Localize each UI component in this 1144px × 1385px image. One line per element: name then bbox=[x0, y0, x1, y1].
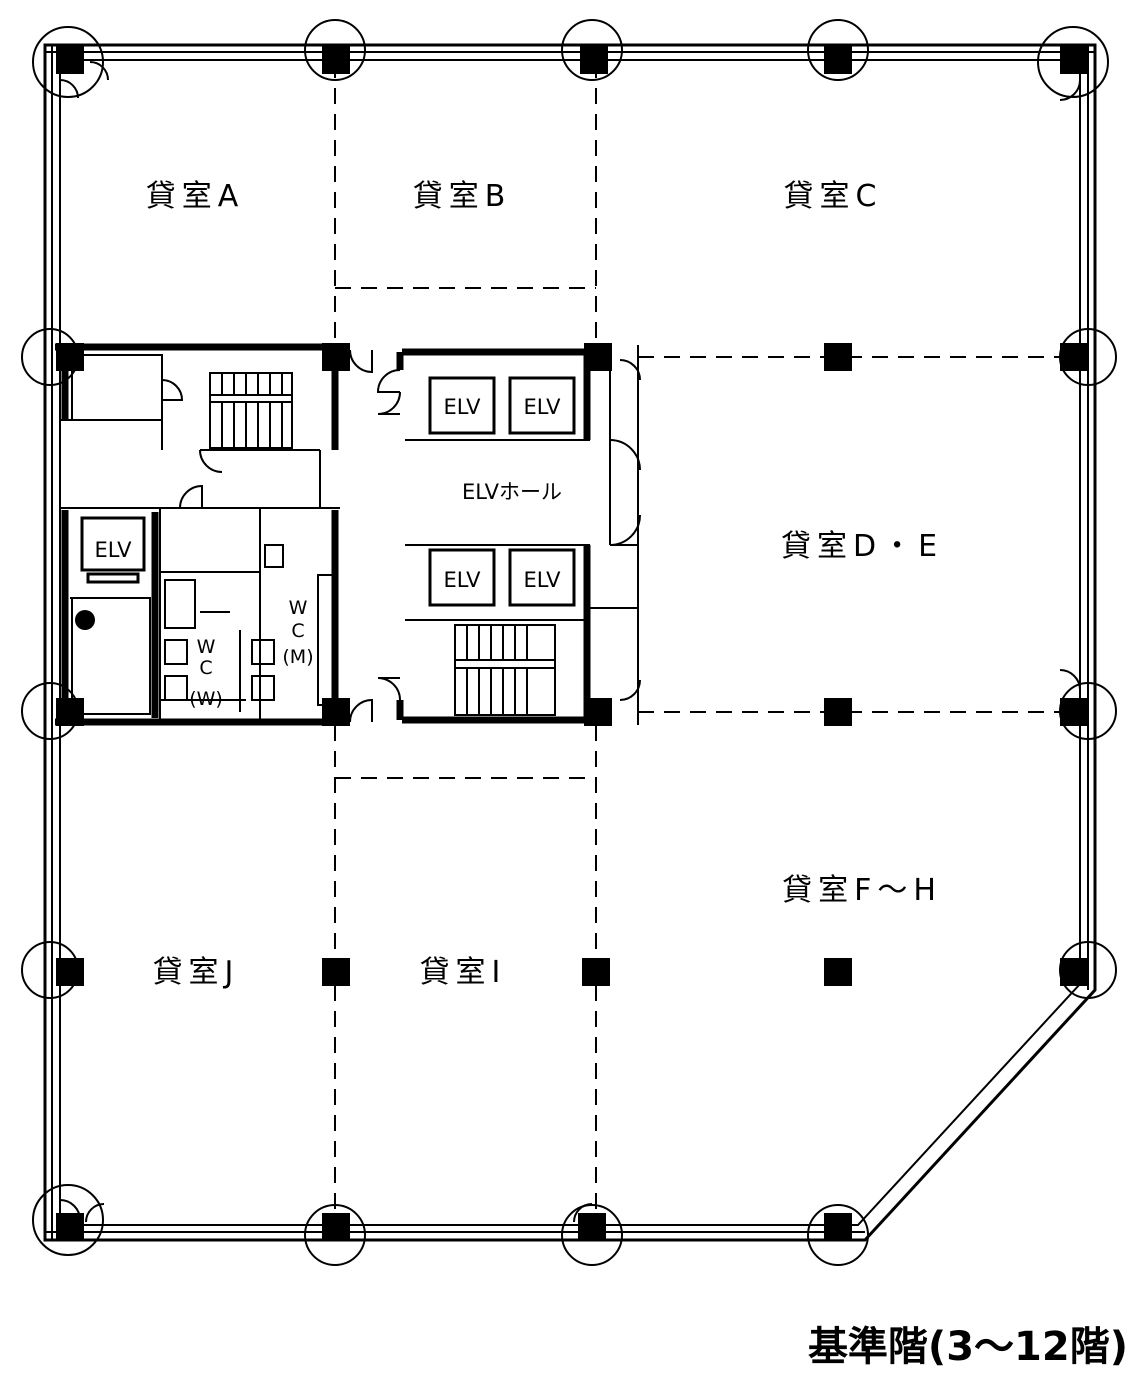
wc-women-label-line2: C bbox=[199, 657, 212, 679]
elevator-label: ELV bbox=[523, 568, 561, 592]
core-interior bbox=[60, 345, 639, 725]
room-label-a: 貸室A bbox=[146, 179, 245, 214]
elevator-label: ELV bbox=[443, 395, 481, 419]
room-label-fh: 貸室F〜H bbox=[782, 873, 942, 908]
room-label-i: 貸室I bbox=[420, 955, 507, 990]
room-label-de: 貸室D・E bbox=[781, 529, 943, 564]
tenant-partitions bbox=[334, 62, 1073, 1225]
elevator-cars bbox=[75, 376, 576, 630]
room-label-c: 貸室C bbox=[784, 179, 883, 214]
wc-men-label-line2: C bbox=[291, 620, 304, 642]
wc-men-label-line3: (M) bbox=[282, 646, 313, 668]
wc-women-label-line1: W bbox=[197, 636, 216, 658]
elevator-hall-label: ELVホール bbox=[462, 480, 562, 504]
stair-upper bbox=[209, 372, 293, 449]
stair-lower bbox=[454, 624, 556, 716]
core-walls bbox=[55, 343, 596, 726]
elevator-label: ELV bbox=[94, 538, 132, 562]
elevator-label: ELV bbox=[443, 568, 481, 592]
elevator-label: ELV bbox=[523, 395, 561, 419]
doors bbox=[59, 61, 1081, 1223]
toilet-fixtures bbox=[160, 544, 335, 712]
structural-columns bbox=[56, 46, 1088, 1241]
wc-men-label-line1: W bbox=[289, 597, 308, 619]
room-label-j: 貸室J bbox=[153, 955, 240, 990]
floor-caption: 基準階(3〜12階) bbox=[808, 1324, 1128, 1370]
exterior-wall bbox=[43, 43, 1097, 1242]
wc-women-label-line3: (W) bbox=[189, 688, 223, 710]
room-label-b: 貸室B bbox=[413, 179, 512, 214]
